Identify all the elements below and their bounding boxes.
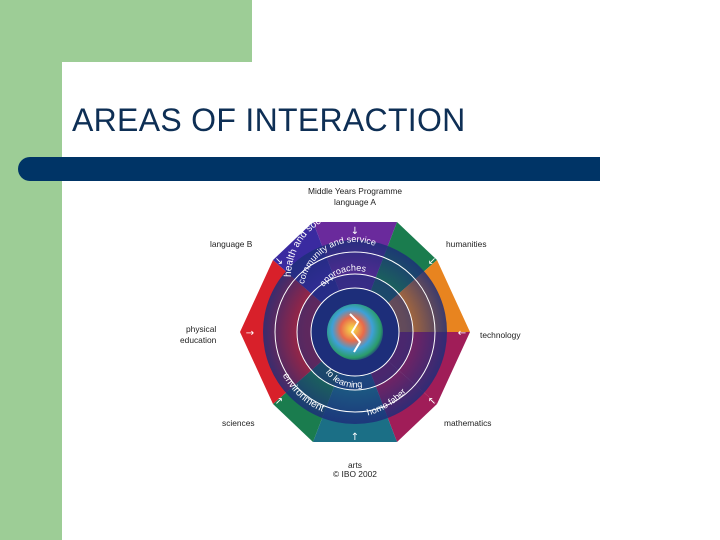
slide-left-accent <box>0 0 62 540</box>
arrow-left-icon: ← <box>458 328 466 339</box>
label-top-line2: language A <box>334 197 376 207</box>
label-humanities: humanities <box>446 239 487 249</box>
copyright-note: © IBO 2002 <box>333 469 377 479</box>
arrow-down-icon: ↓ <box>351 226 359 237</box>
label-language-b: language B <box>210 239 253 249</box>
globe-image <box>327 304 383 360</box>
label-technology: technology <box>480 330 521 340</box>
label-mathematics: mathematics <box>444 418 491 428</box>
slide-title: AREAS OF INTERACTION <box>72 102 466 138</box>
arrow-diag-se-icon: ↘ <box>275 256 283 267</box>
title-divider-bar <box>18 157 600 181</box>
label-education: education <box>180 335 217 345</box>
arrow-up-icon: ↑ <box>351 432 359 443</box>
arrows: ↓ ↑ → ← ↘ ↙ ↗ ↖ <box>246 226 466 443</box>
label-physical: physical <box>186 324 216 334</box>
globe-figure <box>349 313 362 353</box>
ring-line-outer <box>274 251 436 413</box>
arrow-diag-sw-icon: ↙ <box>428 256 436 267</box>
arrow-right-icon: → <box>246 328 254 339</box>
label-top-line1: Middle Years Programme <box>308 186 402 196</box>
arrow-diag-nw-icon: ↖ <box>428 396 436 407</box>
label-sciences: sciences <box>222 418 255 428</box>
areas-of-interaction-diagram: health and social education community an… <box>180 186 521 479</box>
arrow-diag-ne-icon: ↗ <box>275 396 283 407</box>
label-arts: arts <box>348 460 362 470</box>
